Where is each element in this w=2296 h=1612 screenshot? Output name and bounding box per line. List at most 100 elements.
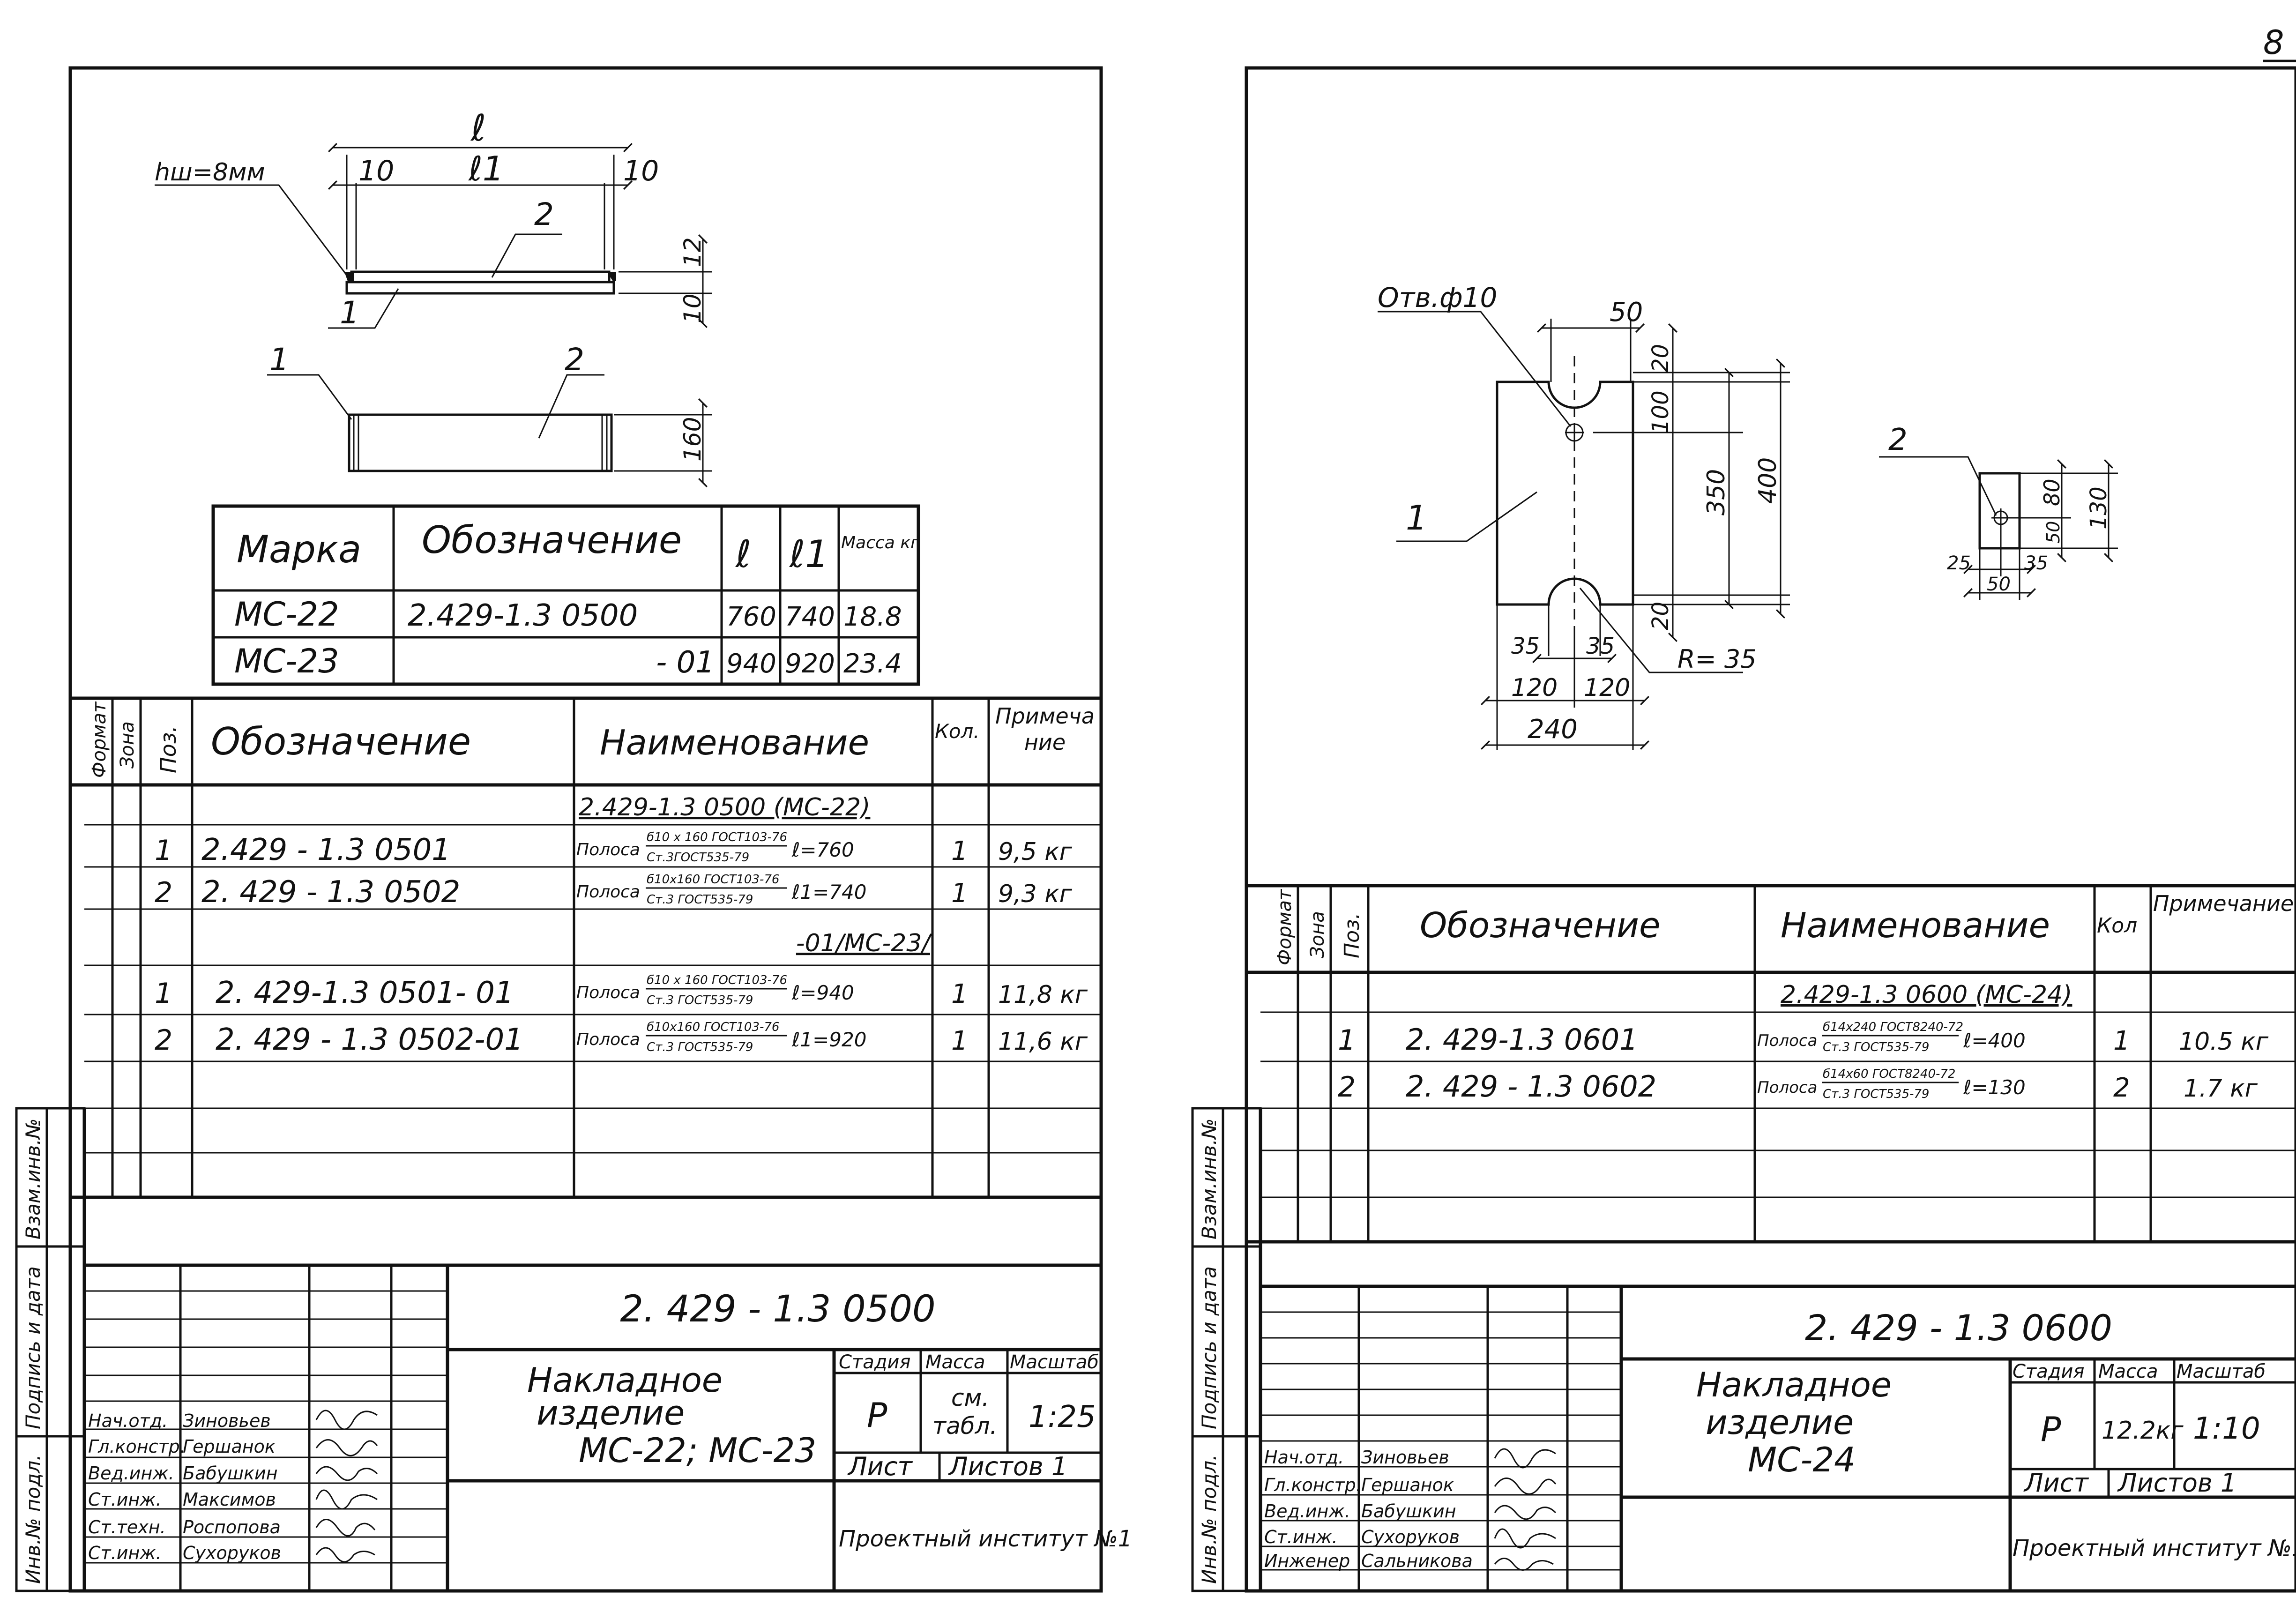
staff1-name: Зиновьев xyxy=(183,1410,271,1431)
spec-header-format: Формат xyxy=(89,701,110,778)
title-name-l2: изделие xyxy=(537,1393,685,1433)
title-sheets: Листов 1 xyxy=(948,1452,1067,1481)
spec-row4-qty: 1 xyxy=(951,1026,968,1056)
spec-row2-qty: 1 xyxy=(951,878,968,909)
spec-header-designation: Обозначение xyxy=(211,720,471,763)
page-number: 8 xyxy=(2263,23,2284,62)
weld-note: hш=8мм xyxy=(155,158,265,187)
spec-row2-frac-top: б10х160 ГОСТ103-76 xyxy=(647,873,779,887)
dim-10-right: 10 xyxy=(623,155,659,187)
r-dim-50-v: 50 xyxy=(2043,521,2064,544)
title-mass-h: Масса xyxy=(925,1351,985,1373)
r-spec-row1-name: Полоса xyxy=(1757,1031,1817,1050)
r-dim-350: 350 xyxy=(1702,469,1730,515)
dim-l1: ℓ1 xyxy=(468,149,504,188)
right-spec-table: Формат Зона Поз. Обозначение Наименовани… xyxy=(1246,884,2296,1288)
r-spec-row1-qty: 1 xyxy=(2113,1026,2130,1056)
mark-table: Марка Обозначение ℓ ℓ1 Масса кг МС-22 2.… xyxy=(211,504,920,686)
r-spec-header-qty: Кол xyxy=(2097,914,2137,938)
left-sheet: Инв.№ подл. Подпись и дата Взам.инв.№ ℓ … xyxy=(15,66,1132,1593)
r-title-name-l2: изделие xyxy=(1706,1403,1854,1442)
r-spec-row2-designation: 2. 429 - 1.3 0602 xyxy=(1406,1069,1656,1104)
r-spec-row1-len: ℓ=400 xyxy=(1963,1029,2026,1052)
left-plan-view: 160 1 2 xyxy=(267,342,712,487)
r-dim-100: 100 xyxy=(1647,390,1674,433)
spec-header-zone: Зона xyxy=(117,721,138,769)
title-mass-l1: см. xyxy=(951,1384,989,1411)
spec-header-name: Наименование xyxy=(600,723,869,763)
r-pos-1: 1 xyxy=(1406,498,1427,537)
title-stage: Р xyxy=(867,1396,887,1435)
title-name-l3: МС-22; МС-23 xyxy=(579,1431,816,1470)
r-spec-row2-name: Полоса xyxy=(1757,1078,1817,1097)
spec-row3-pos: 1 xyxy=(155,977,172,1010)
r-dim-25: 25 xyxy=(1947,552,1971,574)
mark-header-l1: ℓ1 xyxy=(789,532,829,576)
r-dim-35-left: 35 xyxy=(1511,633,1540,659)
spec-row3-note: 11,8 кг xyxy=(998,981,1088,1009)
spec-row4-frac-top: б10х160 ГОСТ103-76 xyxy=(647,1020,779,1034)
r-title-stage: Р xyxy=(2041,1410,2061,1449)
r-spec-header-zone: Зона xyxy=(1307,911,1328,958)
r-spec-header-format: Формат xyxy=(1274,888,1296,965)
r-title-name-l1: Накладное xyxy=(1696,1365,1892,1404)
spec-group-2: -01/МС-23/ xyxy=(796,929,933,957)
r-dim-35-right: 35 xyxy=(1586,633,1615,659)
r-spec-row1-frac-bot: Ст.3 ГОСТ535-79 xyxy=(1823,1040,1929,1054)
mark-header-mark: Марка xyxy=(237,528,361,571)
r-staff5-role: Инженер xyxy=(1264,1551,1350,1571)
r-spec-group-1: 2.429-1.3 0600 (МС-24) xyxy=(1781,981,2072,1009)
r-title-stage-h: Стадия xyxy=(2013,1361,2084,1382)
mark-row2-mass: 23.4 xyxy=(843,649,902,679)
r-title-name-l3: МС-24 xyxy=(1748,1440,1856,1479)
right-signatures xyxy=(1494,1448,1557,1571)
r-spec-header-pos: Поз. xyxy=(1340,913,1364,958)
r-staff3-role: Вед.инж. xyxy=(1264,1501,1350,1522)
staff6-name: Сухоруков xyxy=(183,1543,281,1563)
spec-row3-frac-bot: Ст.3 ГОСТ535-79 xyxy=(647,993,753,1008)
spec-row3-frac-top: б10 х 160 ГОСТ103-76 xyxy=(647,973,787,987)
spec-row2-note: 9,3 кг xyxy=(998,880,1073,908)
r-spec-header-note: Примечание xyxy=(2153,891,2294,916)
r-spec-header-note-box: Примечание xyxy=(2153,891,2294,916)
spec-row4-len: ℓ1=920 xyxy=(791,1028,866,1051)
spec-row1-name: Полоса xyxy=(576,840,640,859)
r-dim-35-small: 35 xyxy=(2024,552,2048,574)
left-frame xyxy=(68,66,1103,1593)
plate-view-2: 2 80 50 130 25 35 50 xyxy=(1879,423,2118,600)
r-side-label-inv: Инв.№ подл. xyxy=(1198,1455,1221,1584)
r-staff2-name: Гершанок xyxy=(1361,1475,1454,1495)
r-dim-50: 50 xyxy=(1610,297,1643,328)
dim-12: 12 xyxy=(679,237,706,267)
r-spec-row2-frac-top: б14х60 ГОСТ8240-72 xyxy=(1823,1067,1955,1081)
spec-row1-frac-bot: Ст.3ГОСТ535-79 xyxy=(647,851,749,865)
r-spec-row2-qty: 2 xyxy=(2113,1073,2130,1103)
spec-row4-name: Полоса xyxy=(576,1030,640,1049)
left-elevation-view: ℓ ℓ1 10 10 hш=8мм 12 10 2 1 xyxy=(155,107,712,331)
r-spec-row2-note: 1.7 кг xyxy=(2184,1075,2258,1103)
r-spec-row1-pos: 1 xyxy=(1338,1024,1356,1057)
title-sheet: Лист xyxy=(847,1452,913,1481)
mark-row1-designation: 2.429-1.3 0500 xyxy=(408,598,638,633)
r-staff3-name: Бабушкин xyxy=(1361,1501,1456,1522)
dim-10-thick: 10 xyxy=(679,293,706,323)
spec-header-note-box: Примечание xyxy=(995,703,1095,755)
r-staff1-role: Нач.отд. xyxy=(1264,1447,1344,1468)
right-frame xyxy=(1245,66,2296,1593)
r-title-mass-h: Масса xyxy=(2098,1361,2158,1382)
spec-row1-pos: 1 xyxy=(155,834,172,867)
mark-row2-l: 940 xyxy=(726,649,776,679)
r-dim-20-bottom: 20 xyxy=(1647,602,1674,630)
mark-row2-l1: 920 xyxy=(785,649,835,679)
mark-row1-mass: 18.8 xyxy=(843,602,902,632)
title-code: 2. 429 - 1.3 0500 xyxy=(620,1288,935,1330)
spec-row4-note: 11,6 кг xyxy=(998,1028,1088,1056)
r-dim-20-top: 20 xyxy=(1647,344,1674,373)
mark-row2-mark: МС-23 xyxy=(234,642,339,680)
staff6-role: Ст.инж. xyxy=(88,1543,162,1563)
r-spec-header-name: Наименование xyxy=(1781,905,2050,946)
spec-row2-name: Полоса xyxy=(576,882,640,902)
title-stage-h: Стадия xyxy=(839,1351,910,1373)
title-scale-h: Масштаб xyxy=(1010,1351,1099,1373)
